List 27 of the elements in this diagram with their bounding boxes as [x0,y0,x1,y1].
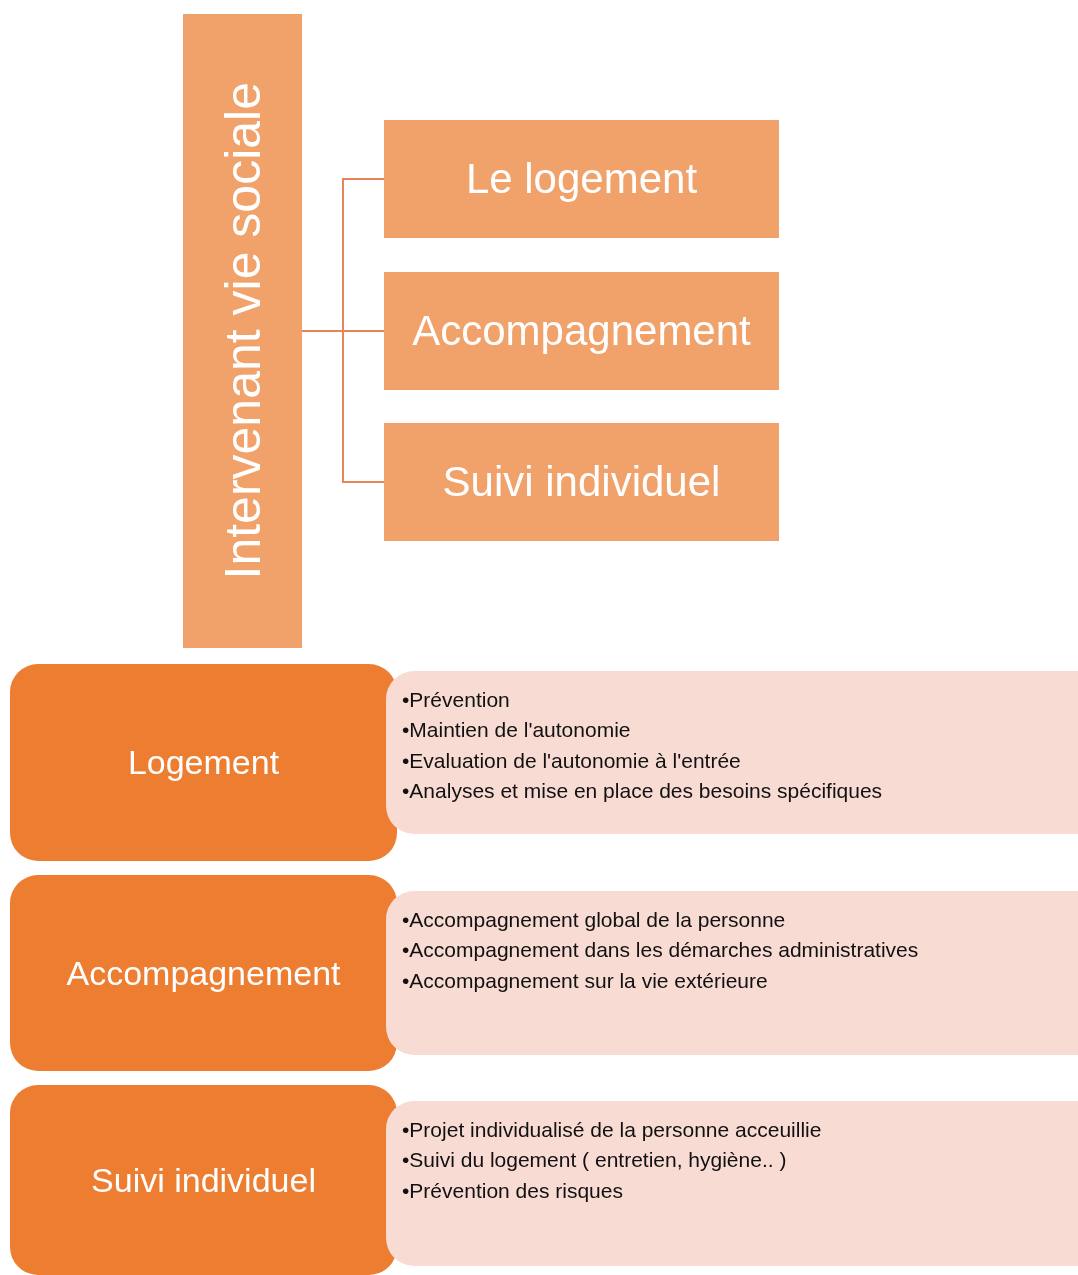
heading-text: Suivi individuel [442,458,721,506]
bullet-item: •Maintien de l'autonomie [402,717,632,744]
bullet-item: •Projet individualisé de la personne acceuillie [402,1117,822,1143]
heading-text: Logement [127,743,280,782]
heading-text: Accompagnement [66,953,341,993]
bullet-item: •Accompagnement dans les démarches administratives [402,937,919,964]
bullet-list-panel [386,1101,1078,1266]
category-box [384,423,779,541]
bullet-list-panel [386,671,1078,834]
bullet-item: •Suivi du logement ( entretien, hygiène.. ) [402,1147,788,1174]
category-box [384,120,779,238]
heading-box [10,1085,397,1275]
title-bar [183,14,302,648]
heading-box [10,664,397,861]
bullet-item: •Evaluation de l'autonomie à l'entrée [402,747,742,774]
bullet-item: •Prévention des risques [402,1177,624,1204]
bullet-list-panel [386,891,1078,1055]
bullet-item: •Analyses et mise en place des besoins spécifiques [402,778,883,805]
bullet-item: •Accompagnement global de la personne [402,907,787,933]
heading-text: Le logement [465,155,698,203]
title-text: Intervenant vie sociale [213,82,272,580]
heading-text: Suivi individuel [91,1160,316,1200]
heading-box [10,875,397,1071]
category-box [384,272,779,390]
bullet-item: •Prévention [402,687,511,713]
bullet-item: •Accompagnement sur la vie extérieure [402,967,769,994]
heading-text: Accompagnement [412,307,751,355]
